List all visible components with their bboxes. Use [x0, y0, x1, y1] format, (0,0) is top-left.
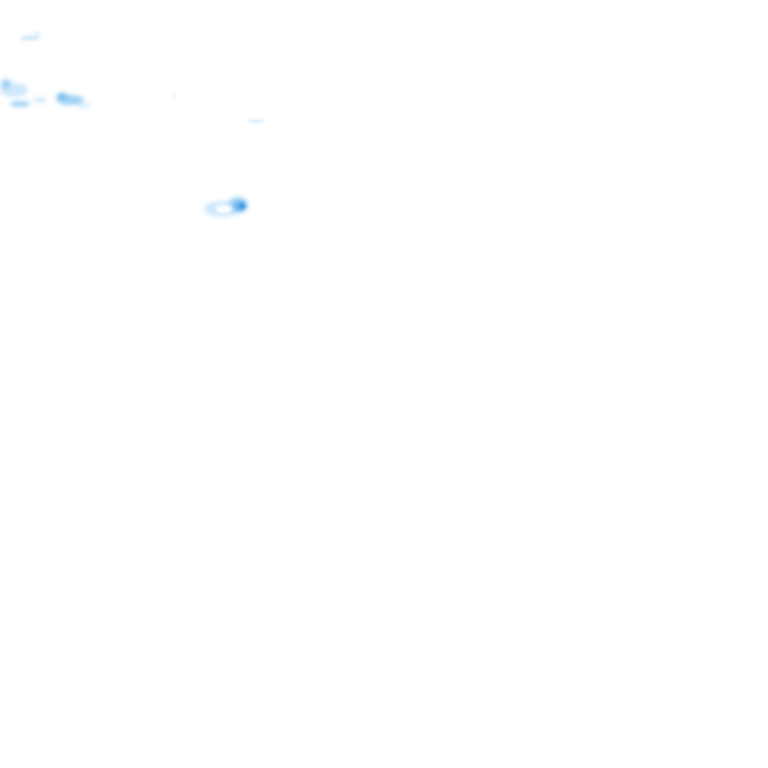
radar-echo	[34, 31, 40, 35]
radar-echo-cell	[204, 197, 248, 217]
radar-echo	[20, 35, 40, 41]
radar-specks	[173, 95, 265, 123]
radar-echo-left-cluster	[0, 79, 47, 107]
radar-echo	[173, 95, 177, 97]
radar-echo-top-left	[20, 31, 40, 41]
radar-echo-core	[239, 203, 245, 209]
radar-echo	[10, 101, 30, 107]
radar-echo	[247, 119, 265, 123]
radar-echo	[1, 79, 11, 89]
radar-echo	[57, 93, 67, 99]
radar-echo	[77, 104, 91, 108]
radar-echo-fill	[216, 205, 232, 213]
radar-echo	[33, 97, 47, 103]
radar-echo-band	[56, 93, 91, 108]
